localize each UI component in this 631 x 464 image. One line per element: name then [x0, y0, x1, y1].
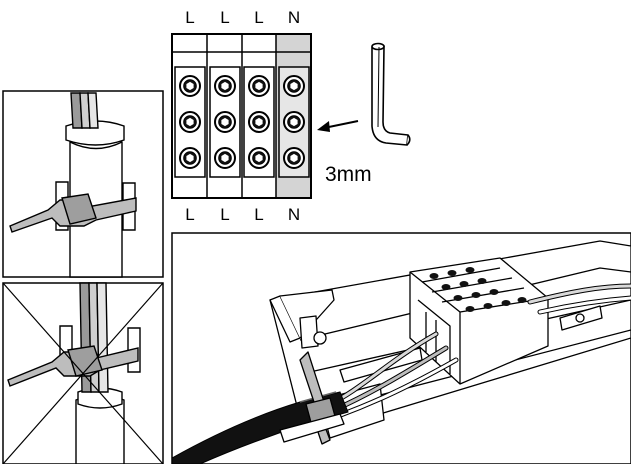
bottom-label-1: L [185, 205, 194, 224]
bottom-label-2: L [220, 205, 229, 224]
cable-tie-correct-panel [2, 90, 164, 278]
mains-cable [171, 391, 349, 464]
top-label-3: L [254, 8, 263, 27]
cable-tie-incorrect-panel [2, 282, 164, 464]
cable-tie-correct-icon [9, 92, 137, 278]
top-label-1: L [185, 8, 194, 27]
cross-out-marker [2, 282, 164, 464]
installed-screw-heads [429, 267, 527, 312]
hex-key-size-label: 3mm [325, 163, 372, 186]
arrow-icon [317, 120, 359, 132]
cable-tie-icon [279, 351, 345, 445]
top-label-2: L [220, 8, 229, 27]
bottom-label-4: N [288, 205, 300, 224]
terminal-block: L L L N L L L N [171, 8, 312, 224]
hex-key-icon [371, 42, 411, 146]
cable-tie-incorrect-icon [7, 282, 141, 464]
installation-panel [171, 232, 631, 464]
top-label-4: N [288, 8, 300, 27]
bottom-label-3: L [254, 205, 263, 224]
installed-terminal-block [409, 257, 549, 385]
